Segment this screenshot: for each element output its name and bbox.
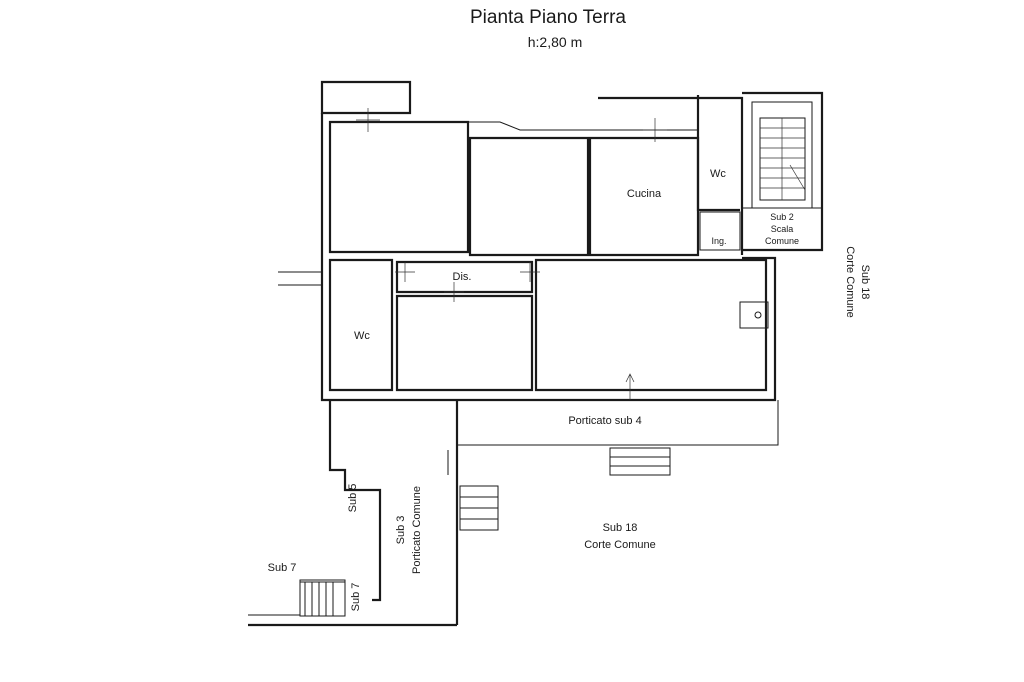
area-label-sub5: Sub 5 [347,484,359,513]
room-label-wc-top: Wc [710,168,726,180]
room-label-dis: Dis. [453,271,472,283]
sub2-label-line3: Comune [765,236,799,246]
steps [299,447,671,617]
area-label-sub7: Sub 7 [268,562,297,574]
room-label-cucina: Cucina [627,188,662,200]
room-label-ing: Ing. [711,236,726,246]
sub2-label-line2: Scala [771,224,794,234]
area-label-sub18-right-line2: Corte Comune [844,246,856,318]
area-label-sub3-line2: Porticato Comune [411,486,423,574]
area-label-sub3-line1: Sub 3 [395,516,407,545]
area-label-sub18-line2: Corte Comune [584,539,656,551]
area-label-sub18-right-line1: Sub 18 [859,265,871,300]
porticato-walls [248,400,779,627]
area-label-sub7-vertical: Sub 7 [350,583,362,612]
sub2-label-line1: Sub 2 [770,212,794,222]
area-label-sub18-line1: Sub 18 [603,522,638,534]
building-walls [278,80,824,402]
room-label-wc-left: Wc [354,330,370,342]
door-marks [356,108,667,400]
height-note: h:2,80 m [528,34,582,50]
stair-treads [760,118,806,200]
area-label-porticato-sub4: Porticato sub 4 [568,415,641,427]
plan-title: Pianta Piano Terra [470,7,626,28]
